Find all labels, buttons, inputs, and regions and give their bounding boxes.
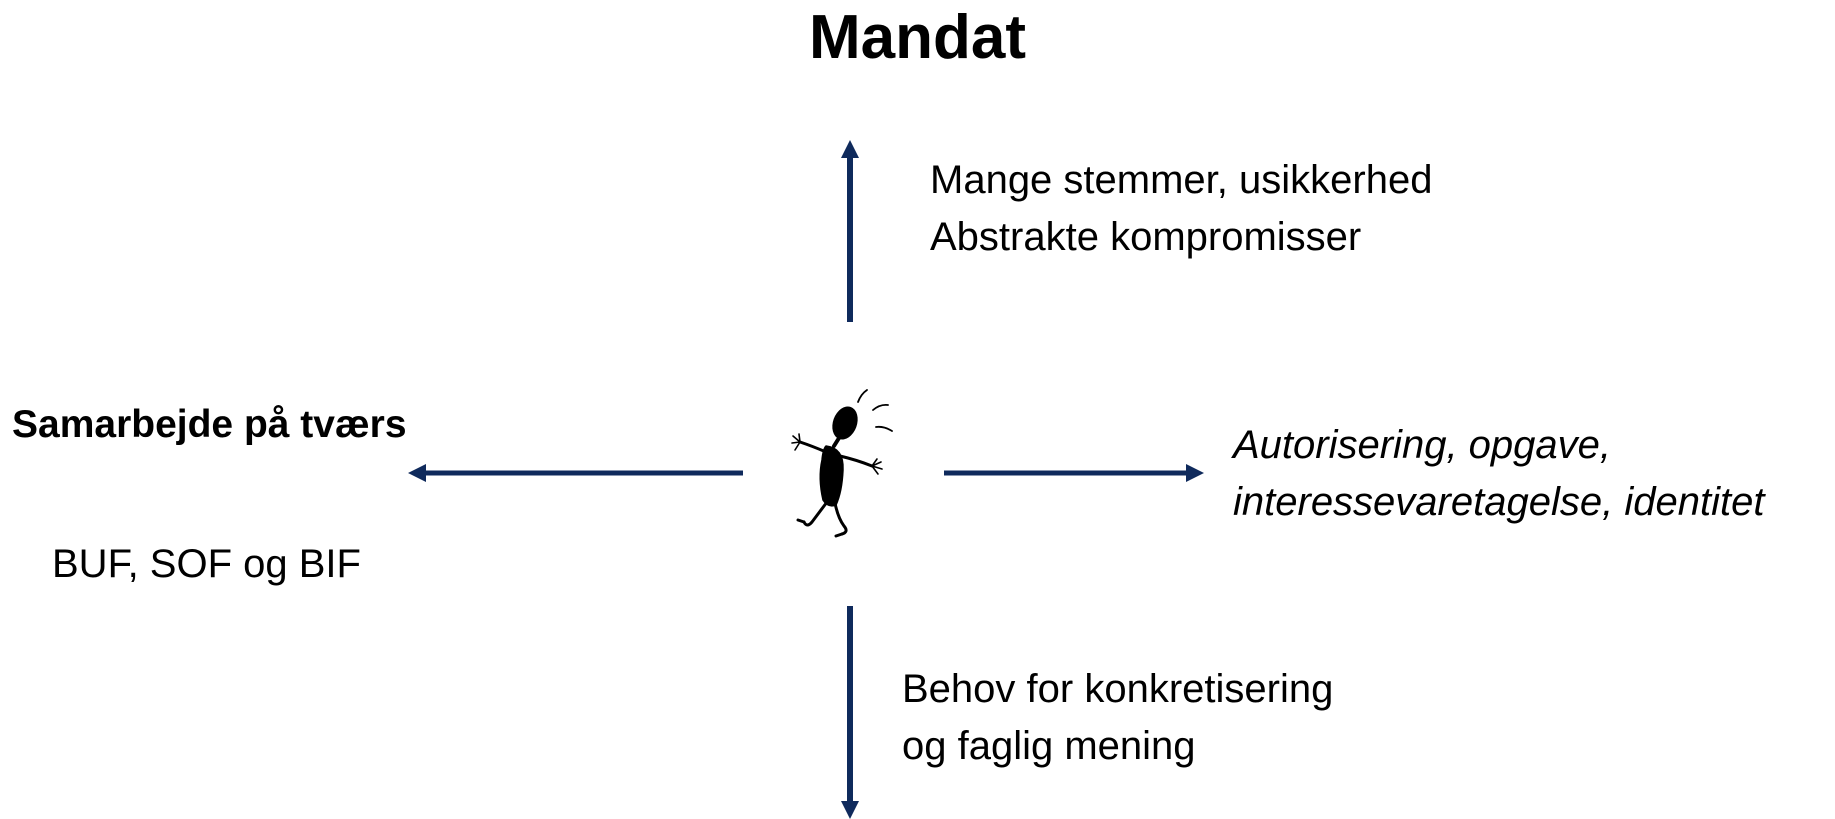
arrow-right <box>944 464 1204 482</box>
left-subtext: BUF, SOF og BIF <box>52 542 361 586</box>
bottom-annotation: Behov for konkretisering og faglig menin… <box>902 661 1333 775</box>
bottom-annotation-line-1: Behov for konkretisering <box>902 667 1334 711</box>
stick-figure-icon <box>791 389 893 538</box>
top-annotation: Mange stemmer, usikkerhed Abstrakte komp… <box>930 152 1432 266</box>
arrow-down <box>841 606 859 819</box>
arrow-up <box>841 140 859 322</box>
slide-title: Mandat <box>809 3 1026 72</box>
arrow-left <box>408 464 743 482</box>
bottom-annotation-line-2: og faglig mening <box>902 724 1196 768</box>
top-annotation-line-1: Mange stemmer, usikkerhed <box>930 158 1433 202</box>
right-annotation-line-1: Autorisering, opgave, <box>1233 423 1612 467</box>
top-annotation-line-2: Abstrakte kompromisser <box>930 215 1362 259</box>
right-annotation-line-2: interessevaretagelse, identitet <box>1233 480 1765 524</box>
left-heading: Samarbejde på tværs <box>12 403 407 446</box>
right-annotation: Autorisering, opgave, interessevaretagel… <box>1233 417 1764 531</box>
